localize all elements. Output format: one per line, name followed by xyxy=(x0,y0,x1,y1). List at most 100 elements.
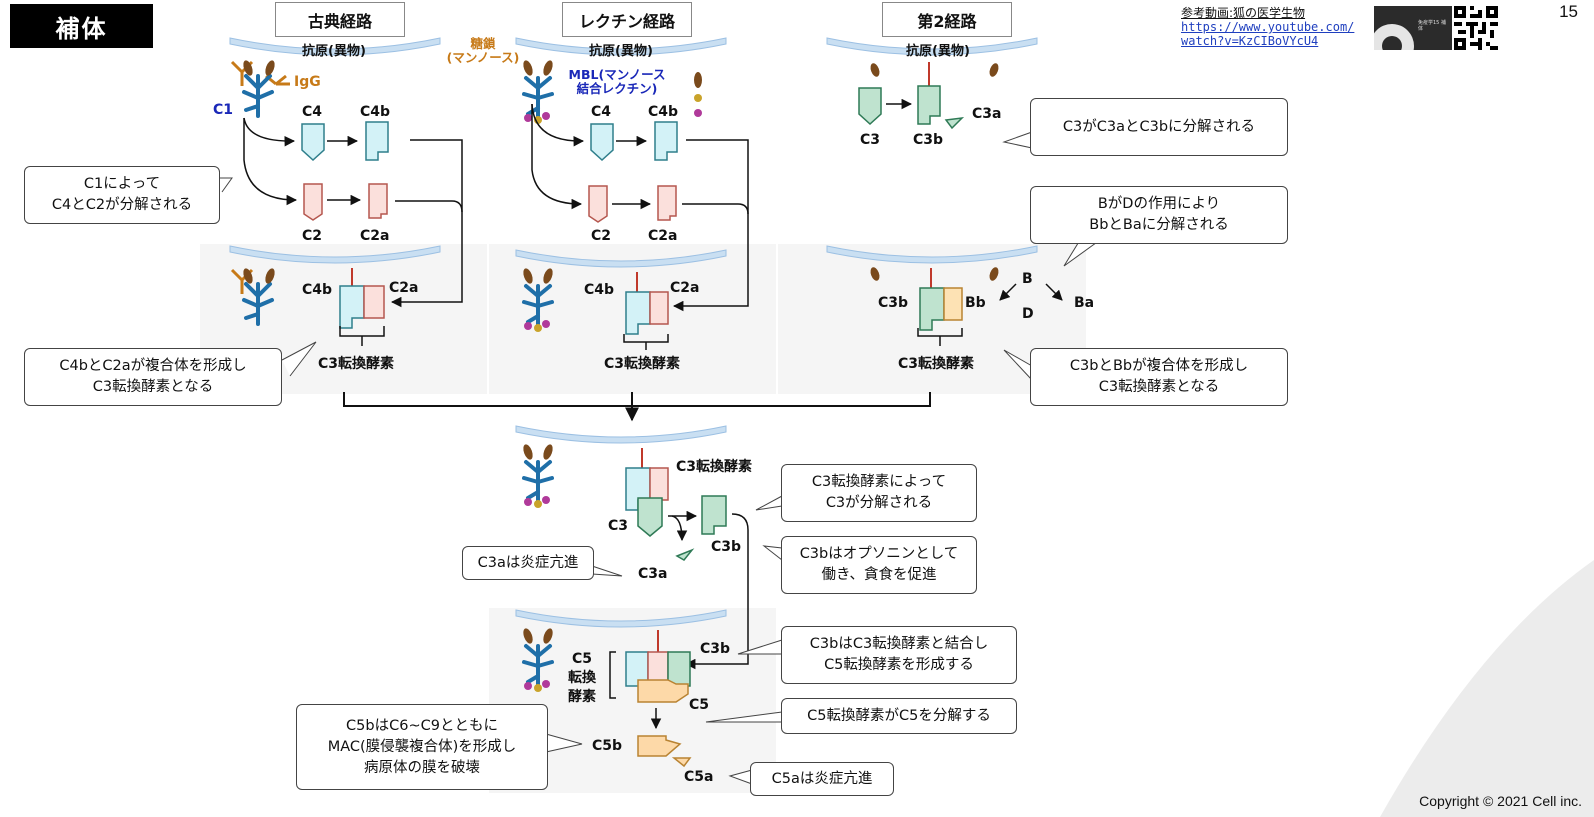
label-c2a-classical: C2a xyxy=(360,228,390,244)
thumbnail-text: 免疫学15 補体 xyxy=(1418,20,1446,32)
label-c3-convertase-stage: C3転換酵素 xyxy=(676,459,753,475)
c1-complex-icon-2 xyxy=(239,265,279,326)
c1-complex-icon xyxy=(239,57,279,118)
bb-complex-shape xyxy=(943,287,963,321)
label-c5b: C5b xyxy=(592,738,623,754)
callout-c4b-c2a-complex: C4bとC2aが複合体を形成し C3転換酵素となる xyxy=(24,348,282,406)
bracket-lectin xyxy=(623,334,669,350)
arrow-mbl-to-c2 xyxy=(531,104,583,210)
mbl-complex-icon xyxy=(519,57,557,126)
arrow-to-lectin-complex xyxy=(672,139,749,312)
mbl-complex-icon-3 xyxy=(519,441,557,510)
membrane-c5-stage xyxy=(515,609,727,628)
label-c3b-alt: C3b xyxy=(913,132,944,148)
callout-c5a-inflammation: C5aは炎症亢進 xyxy=(750,762,894,796)
decorative-sweep xyxy=(1380,560,1594,817)
c4b-shape-lectin xyxy=(654,121,678,161)
c4b-complex-shape xyxy=(339,285,365,329)
pointer-c5b xyxy=(545,733,583,753)
c2a-complex-shape xyxy=(363,285,385,319)
label-c4b-classical: C4b xyxy=(360,104,391,120)
reference-block: 参考動画:狐の医学生物 https://www.youtube.com/ wat… xyxy=(1181,6,1354,48)
pathway-title-classical: 古典経路 xyxy=(275,2,405,37)
pointer-b xyxy=(1063,239,1101,267)
sugar-label: 糖鎖 (マンノース) xyxy=(440,37,526,65)
label-c5a: C5a xyxy=(684,769,714,785)
arrow-c3b-down xyxy=(684,513,749,670)
pointer-c3a xyxy=(591,565,623,577)
label-c3-convertase-classical: C3転換酵素 xyxy=(318,356,395,372)
label-c4-lectin: C4 xyxy=(591,104,612,120)
mbl-legend-gold xyxy=(694,94,702,102)
bracket-c5-convertase xyxy=(609,651,616,699)
label-c2a-complex-classical: C2a xyxy=(389,280,419,296)
pointer-c4bc2a xyxy=(281,341,317,377)
mbl-legend-brown xyxy=(694,72,702,88)
label-b: B xyxy=(1022,271,1033,287)
callout-b-cleaved: BがDの作用により BbとBaに分解される xyxy=(1030,186,1288,244)
c5b-shape xyxy=(637,735,682,757)
mbl-complex-icon-4 xyxy=(519,625,557,694)
thumbnail-graphic xyxy=(1374,24,1414,50)
video-thumbnail[interactable]: 免疫学15 補体 xyxy=(1374,6,1452,50)
qr-code-icon[interactable] xyxy=(1454,6,1498,50)
label-c3-stage: C3 xyxy=(608,518,629,534)
pointer-alt-c3 xyxy=(1002,131,1033,149)
callout-c3b-binds: C3bはC3転換酵素と結合し C5転換酵素を形成する xyxy=(781,626,1017,684)
reference-link-line1[interactable]: https://www.youtube.com/ xyxy=(1181,20,1355,34)
c3a-shape-alt xyxy=(944,116,965,130)
membrane-c3-stage xyxy=(515,425,727,444)
label-c5: C5 xyxy=(689,697,710,713)
copyright-text: Copyright © 2021 Cell inc. xyxy=(1419,793,1582,809)
mbl-label-line1: MBL(マンノース xyxy=(568,67,666,82)
mbl-label: MBL(マンノース 結合レクチン) xyxy=(563,68,671,96)
callout-c1-cleaves: C1によって C4とC2が分解される xyxy=(24,166,220,224)
callout-c3-cleaved-by-convertase: C3転換酵素によって C3が分解される xyxy=(781,464,977,522)
arrow-b-to-bb xyxy=(999,283,1017,301)
sugar-label-line2: (マンノース) xyxy=(446,50,520,65)
c5-convertase-line2: 転換 xyxy=(568,670,596,686)
label-ba: Ba xyxy=(1074,295,1095,311)
arrow-c3-to-c3a xyxy=(671,515,688,542)
arrow-mbl-to-c4 xyxy=(531,103,585,147)
label-bb: Bb xyxy=(965,295,986,311)
c3b-c5stage xyxy=(667,651,691,687)
convergence-bracket xyxy=(343,392,931,407)
c5-c5stage xyxy=(637,679,689,703)
reference-link-line2[interactable]: watch?v=KzCIBoVYcU4 xyxy=(1181,34,1319,48)
pathway-title-lectin: レクチン経路 xyxy=(562,2,692,37)
c2-shape-lectin xyxy=(588,185,608,223)
mbl-complex-icon-2 xyxy=(519,265,557,334)
pointer-c5a xyxy=(728,769,753,785)
pointer-c3conv xyxy=(755,495,783,511)
arrow-c1-to-c2 xyxy=(243,118,298,206)
page-number: 15 xyxy=(1559,2,1578,21)
label-c3-alt: C3 xyxy=(860,132,881,148)
bracket-alt xyxy=(917,328,963,346)
mbl-legend-purple xyxy=(694,109,702,117)
membrane-classical-complex xyxy=(229,245,441,264)
c4b-complex-shape-lectin xyxy=(625,291,651,335)
c3b-shape-alt xyxy=(917,85,941,125)
c2a-shape-lectin xyxy=(657,185,677,221)
pointer-c5conv xyxy=(705,711,783,723)
c2a-shape xyxy=(368,183,388,219)
c1-label: C1 xyxy=(213,102,234,118)
membrane-lectin-complex xyxy=(515,249,727,268)
c4-shape xyxy=(301,123,325,161)
c4-shape-lectin xyxy=(590,123,614,161)
c2a-complex-shape-lectin xyxy=(649,291,669,325)
pathway-title-alternative: 第2経路 xyxy=(882,2,1012,37)
label-d: D xyxy=(1022,306,1034,322)
mbl-label-line2: 結合レクチン) xyxy=(576,81,658,96)
pointer-c3bbb xyxy=(1003,349,1033,381)
membrane-alt-complex xyxy=(826,245,1038,264)
c5a-shape xyxy=(671,757,692,768)
c4b-shape xyxy=(365,121,389,161)
c5-convertase-line3: 酵素 xyxy=(568,689,596,705)
antigen-label-alternative: 抗原(異物) xyxy=(906,44,970,59)
c2-shape xyxy=(303,183,323,221)
label-c2a-lectin: C2a xyxy=(648,228,678,244)
c3b-complex-shape-alt xyxy=(919,287,945,331)
antigen-label-classical: 抗原(異物) xyxy=(302,44,366,59)
